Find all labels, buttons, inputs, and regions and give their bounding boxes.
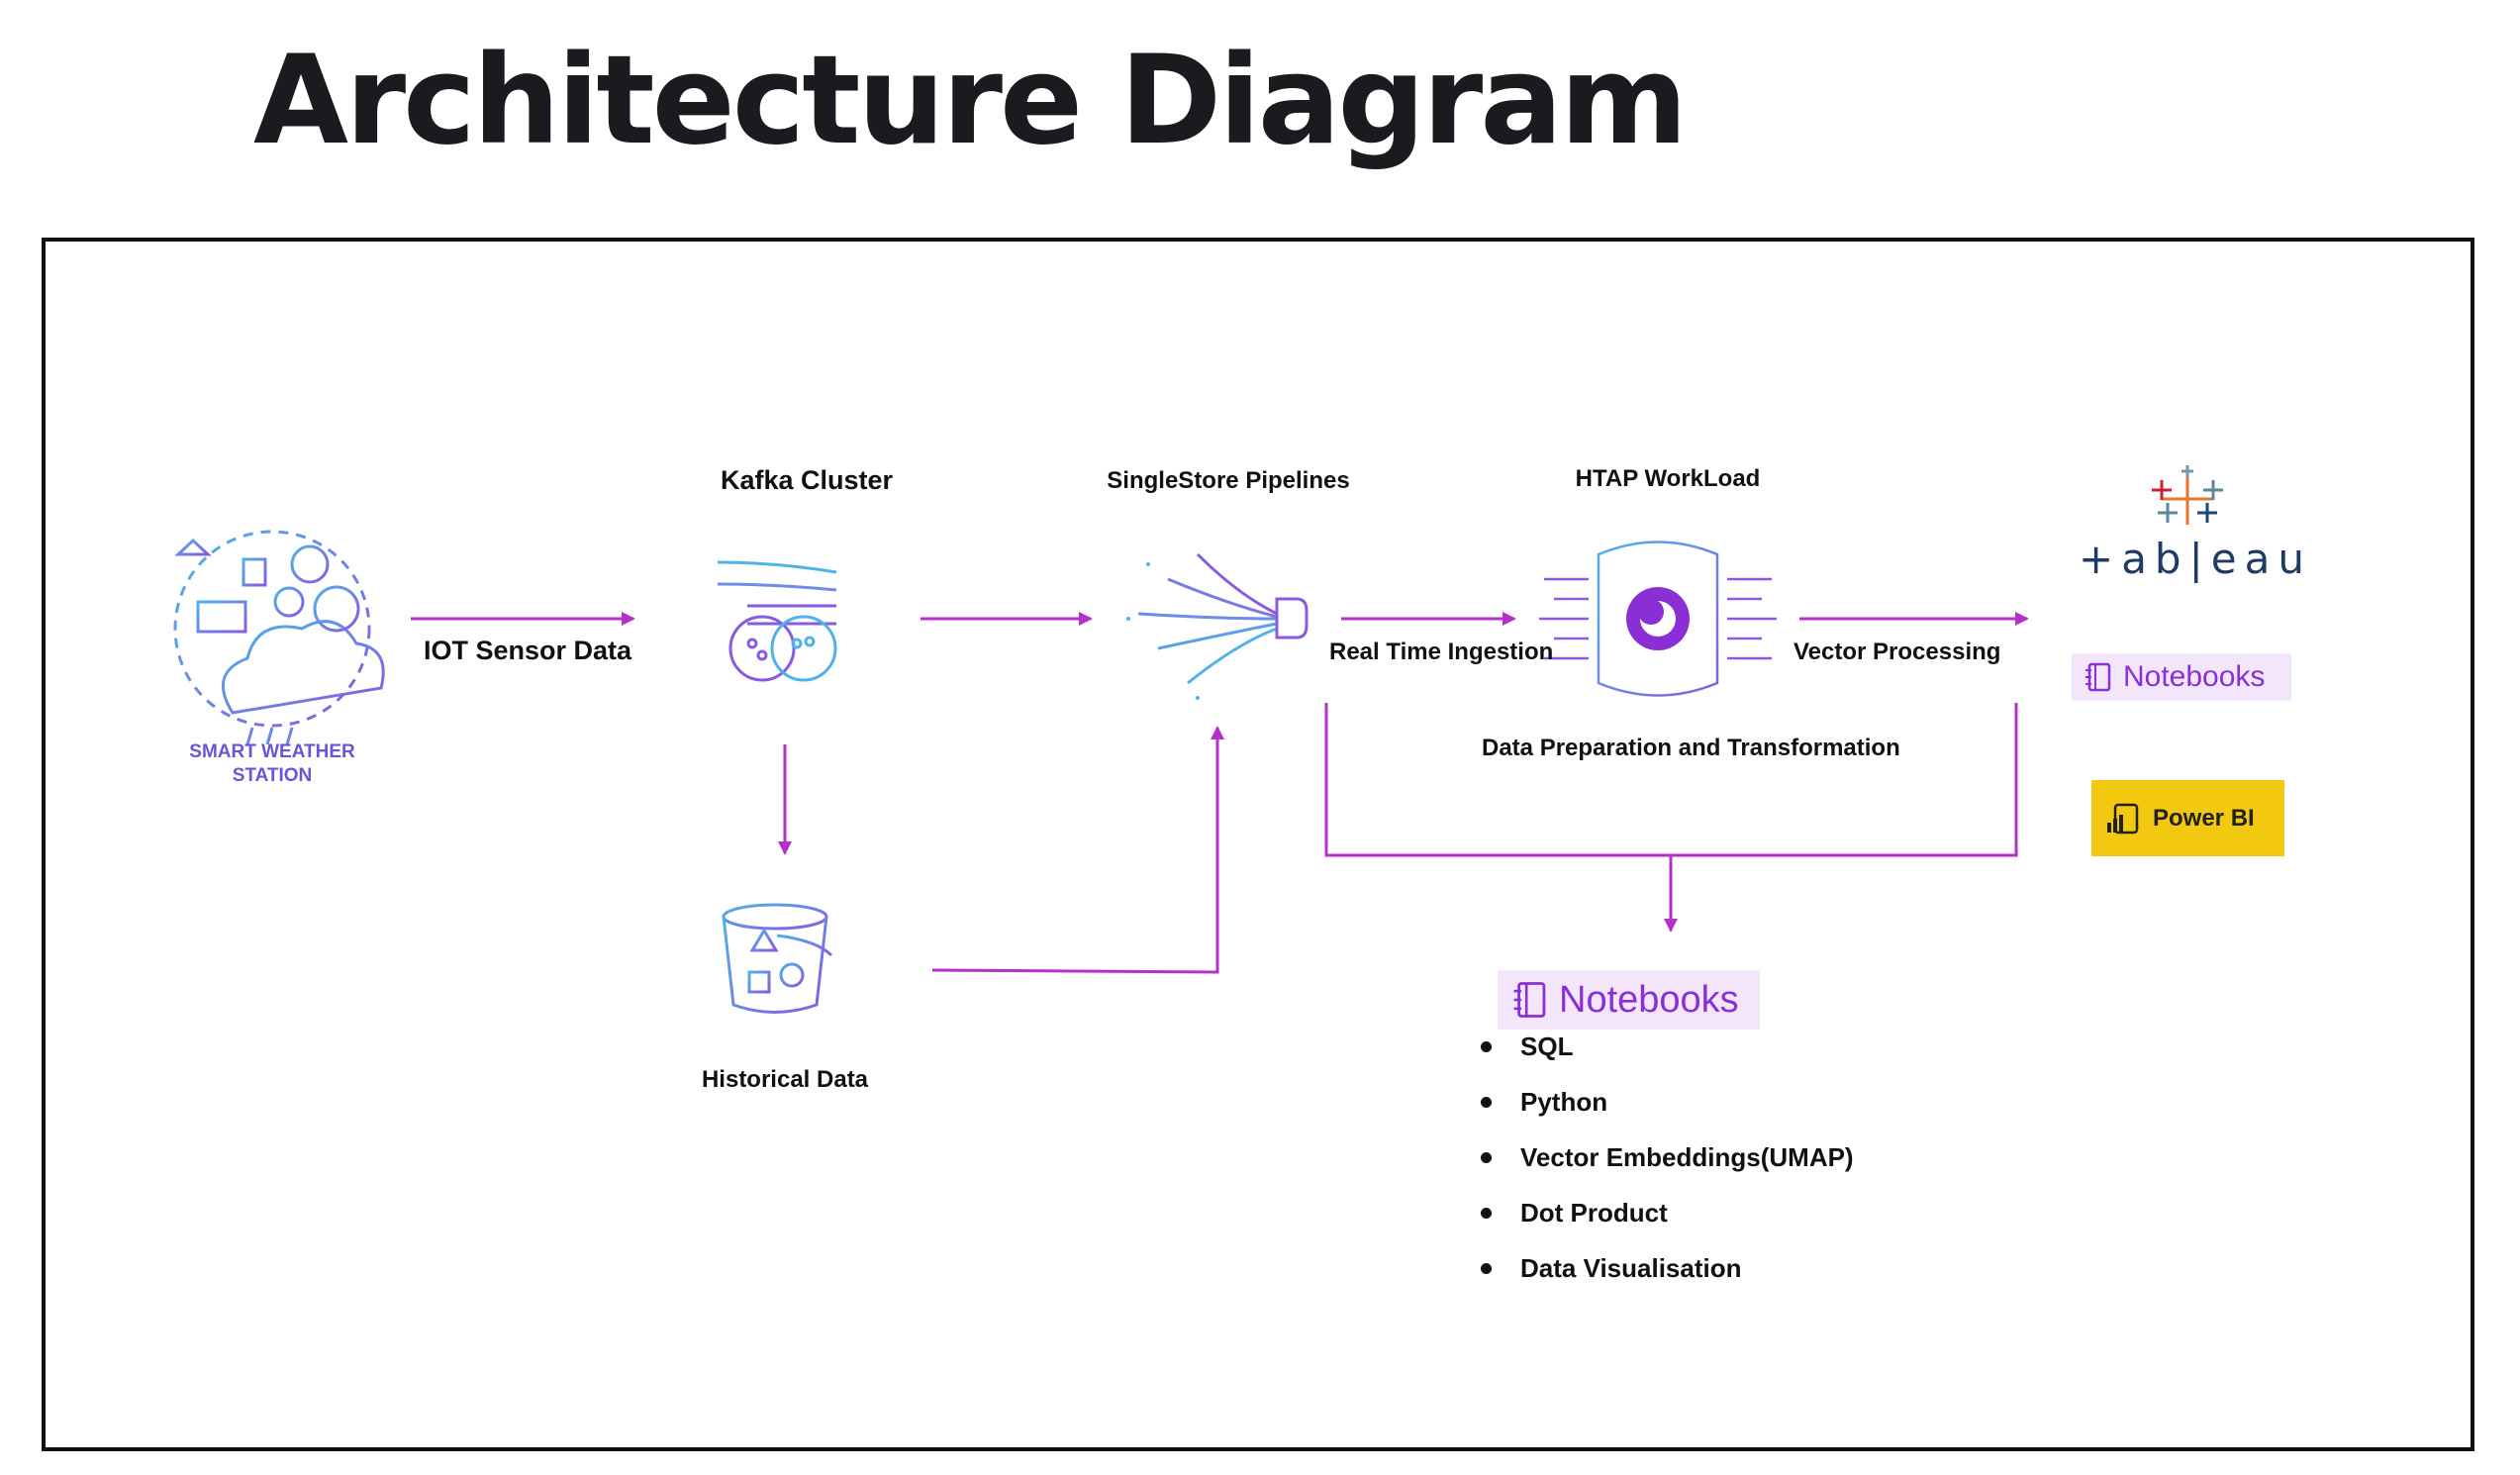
notebooks-panel-title: Notebooks xyxy=(1498,970,1760,1030)
list-item: Data Visualisation xyxy=(1481,1253,1854,1309)
notebooks-consumer-label: Notebooks xyxy=(2123,660,2266,693)
smart-weather-station-icon xyxy=(173,530,385,745)
vector-processing-label: Vector Processing xyxy=(1793,639,2001,665)
powerbi-icon xyxy=(2107,803,2139,834)
station-label-line2: STATION xyxy=(232,765,313,786)
data-preparation-label: Data Preparation and Transformation xyxy=(1482,735,1900,761)
notebooks-panel-label: Notebooks xyxy=(1559,978,1739,1021)
notebook-icon xyxy=(1513,982,1546,1018)
notebooks-feature-list: SQL Python Vector Embeddings(UMAP) Dot P… xyxy=(1481,1032,1854,1309)
singlestore-pipelines-icon xyxy=(1126,552,1308,700)
arrow-historical-to-pipelines xyxy=(931,726,1224,974)
notebooks-consumer-badge: Notebooks xyxy=(2072,653,2291,701)
list-item: Python xyxy=(1481,1087,1854,1142)
list-item: Dot Product xyxy=(1481,1198,1854,1253)
powerbi-label: Power BI xyxy=(2153,804,2255,832)
htap-database-icon xyxy=(1539,541,1777,697)
connector-prep-bracket xyxy=(1324,703,2018,857)
htap-workload-label: HTAP WorkLoad xyxy=(1575,465,1761,492)
tableau-wordmark: +ab|eau xyxy=(2079,535,2312,583)
station-label-line1: SMART WEATHER xyxy=(189,741,355,762)
kafka-cluster-icon xyxy=(717,560,837,682)
list-item: Vector Embeddings(UMAP) xyxy=(1481,1142,1854,1198)
historical-data-bucket-icon xyxy=(722,903,833,1014)
real-time-ingestion-label: Real Time Ingestion xyxy=(1329,639,1554,665)
powerbi-badge: Power BI xyxy=(2091,780,2284,856)
smart-weather-station-label: SMART WEATHER STATION xyxy=(163,740,381,788)
diagram-frame xyxy=(42,238,2474,1451)
kafka-cluster-label: Kafka Cluster xyxy=(720,465,894,495)
singlestore-pipelines-label: SingleStore Pipelines xyxy=(1107,467,1350,494)
notebook-icon xyxy=(2085,662,2111,692)
historical-data-label: Historical Data xyxy=(701,1066,869,1093)
list-item: SQL xyxy=(1481,1032,1854,1087)
tableau-logo-icon xyxy=(2152,465,2223,525)
page-title: Architecture Diagram xyxy=(253,30,1688,172)
iot-sensor-data-label: IOT Sensor Data xyxy=(424,636,632,665)
